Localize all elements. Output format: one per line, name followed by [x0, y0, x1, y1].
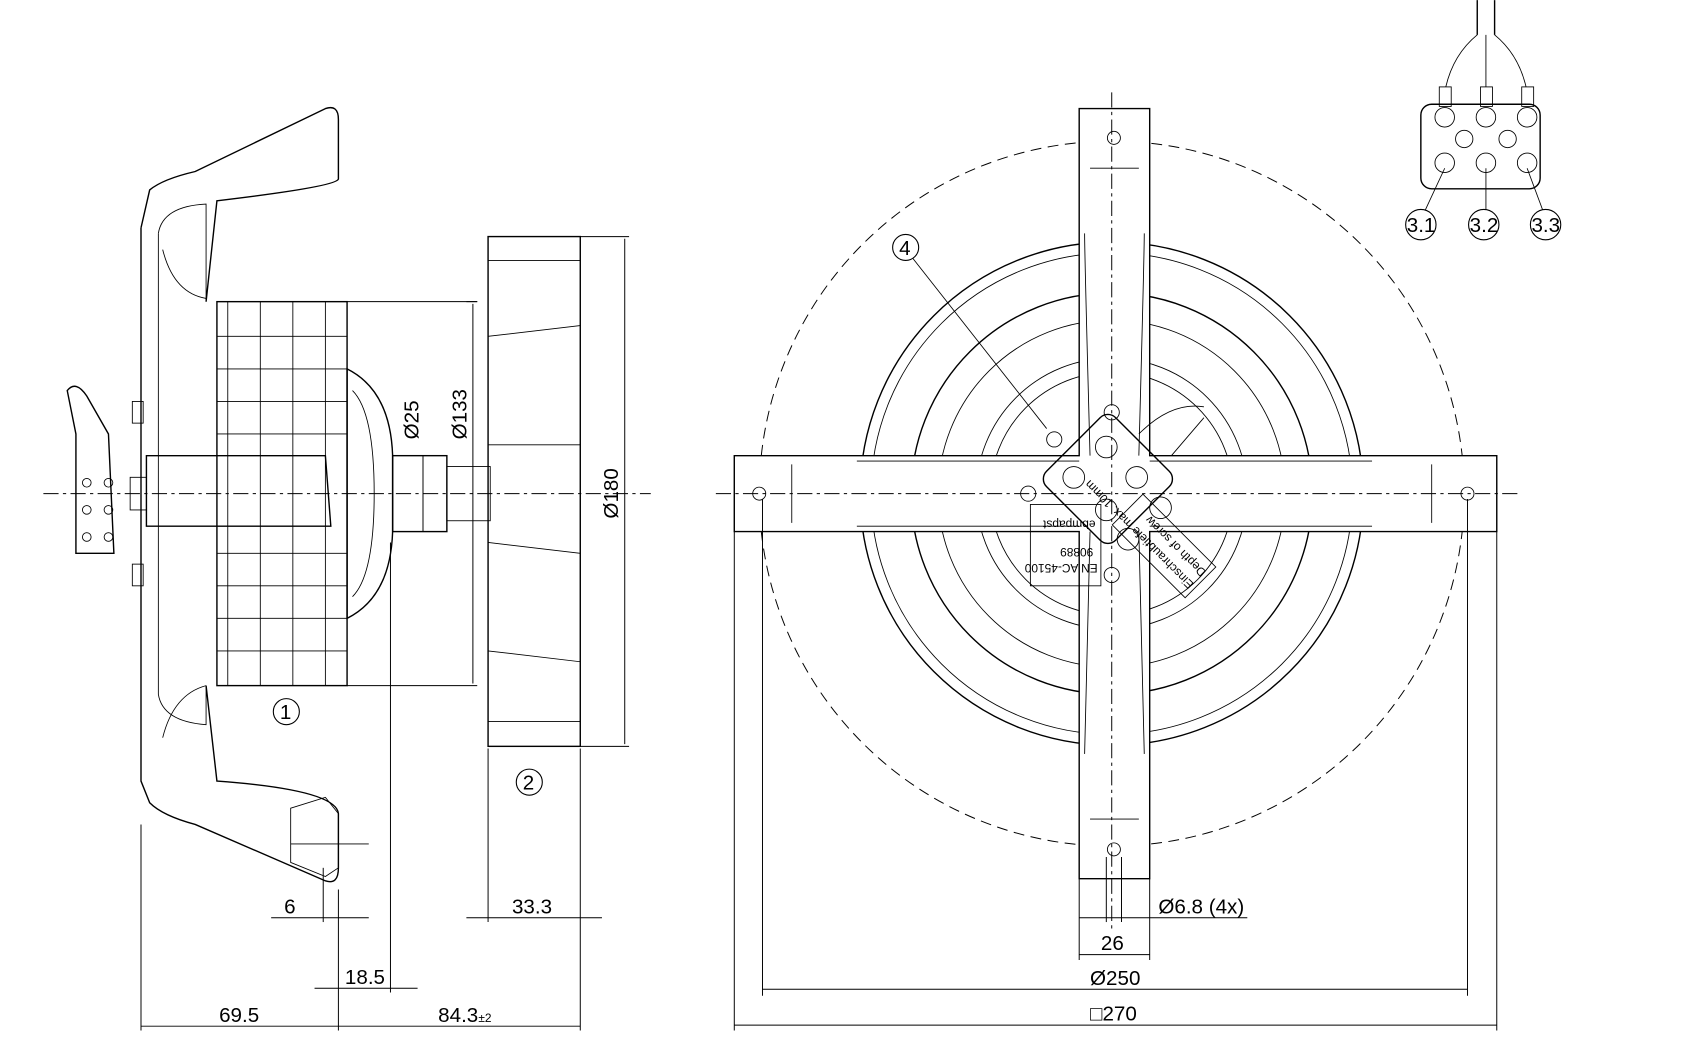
dim-69-5: 69.5	[219, 1004, 259, 1027]
dim-84-3-tolerance: ±2	[478, 1011, 492, 1025]
dim-6: 6	[284, 895, 295, 918]
dim-motor-diameter: Ø133	[448, 389, 471, 439]
svg-text:90889: 90889	[1060, 545, 1094, 559]
callout-1: 1	[280, 701, 291, 724]
side-view: Ø25 Ø133 Ø180 6 33.3 18.5 69.5 84.3 ±2 1…	[43, 106, 651, 1031]
dim-square: □270	[1090, 1003, 1137, 1026]
callout-2: 2	[523, 772, 534, 795]
dim-84-3: 84.3	[438, 1004, 478, 1027]
dim-arm-width: 26	[1101, 932, 1124, 955]
terminal-block	[1020, 404, 1174, 584]
dim-shaft-diameter: Ø25	[401, 400, 424, 439]
svg-text:ebmpapst: ebmpapst	[1042, 518, 1095, 532]
svg-text:EN AC-45100: EN AC-45100	[1024, 561, 1097, 575]
dimension-lines	[140, 236, 630, 1031]
terminal-screws	[81, 478, 114, 542]
dim-bolt-circle: Ø250	[1090, 967, 1140, 990]
dim-wheel-diameter: Ø180	[600, 468, 623, 518]
front-view: EN AC-45100 90889 ebmpapst Einschraubtie…	[715, 92, 1519, 1031]
callout-3-2: 3.2	[1470, 214, 1499, 237]
connector-terminals	[1434, 107, 1538, 174]
connector-view: 3.1 3.2 3.3	[1405, 0, 1562, 241]
callout-3-1: 3.1	[1407, 214, 1436, 237]
callout-4: 4	[899, 237, 910, 260]
dim-hole: Ø6.8 (4x)	[1158, 895, 1244, 918]
callout-3-3: 3.3	[1531, 214, 1560, 237]
dim-18-5: 18.5	[345, 966, 385, 989]
dim-33-3: 33.3	[512, 895, 552, 918]
rating-label: EN AC-45100 90889 ebmpapst	[1024, 504, 1102, 587]
front-dimension-lines	[733, 499, 1498, 1031]
